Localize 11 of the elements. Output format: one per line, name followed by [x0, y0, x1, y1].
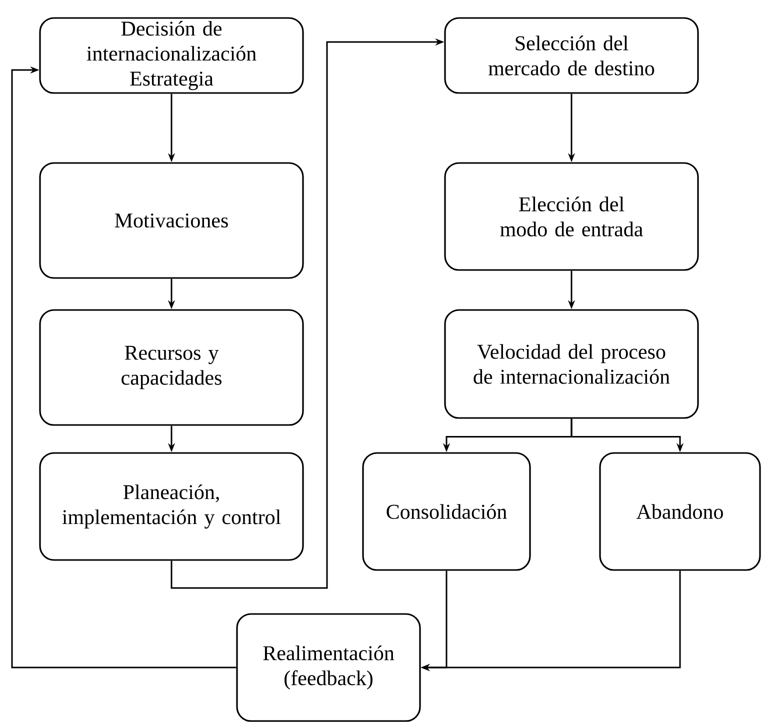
process-box: Elección del modo de entrada — [444, 162, 699, 271]
arrow — [11, 66, 236, 668]
process-box: Planeación, implementación y control — [39, 452, 304, 561]
process-box: Consolidación — [362, 452, 531, 571]
process-box: Selección del mercado de destino — [444, 17, 699, 94]
process-box: Decisión de internacionalización Estrategia — [39, 17, 304, 94]
process-box: Motivaciones — [39, 162, 304, 279]
process-box: Abandono — [599, 452, 761, 571]
process-box: Recursos y capacidades — [39, 309, 304, 426]
process-box: Velocidad del proceso de internacionalización — [444, 309, 699, 419]
process-box: Realimentación (feedback) — [236, 613, 421, 722]
